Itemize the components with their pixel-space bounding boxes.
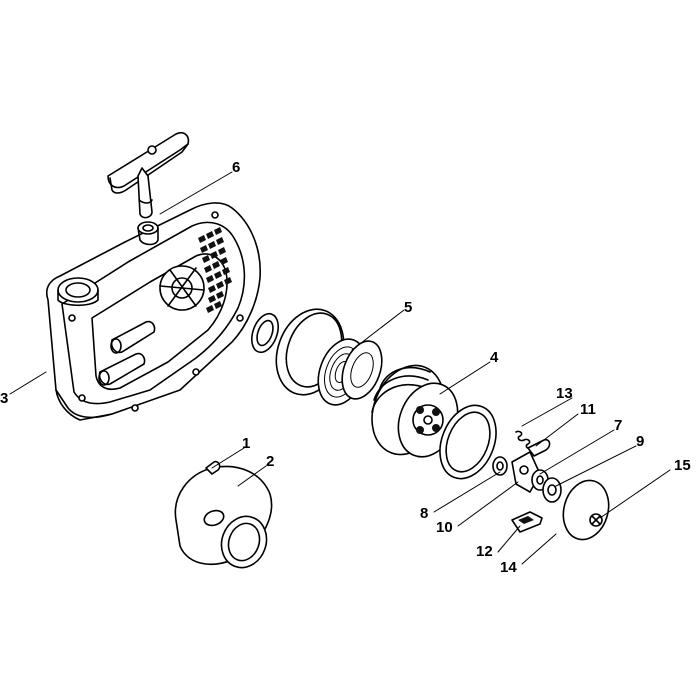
- callout-6: 6: [232, 159, 240, 176]
- callout-14: 14: [500, 559, 517, 576]
- callout-labels: 1 2 3 4 5 6 7 8 9 10 11 12 13 14 15: [0, 159, 691, 576]
- callout-15: 15: [674, 457, 691, 474]
- leader-lines: [9, 171, 671, 565]
- callout-11: 11: [580, 401, 596, 418]
- spring-housing-group: [251, 308, 383, 406]
- starter-housing: [45, 202, 261, 421]
- callout-13: 13: [556, 385, 573, 402]
- ring-washer: [220, 515, 268, 569]
- callout-3: 3: [0, 390, 8, 407]
- callout-12: 12: [476, 543, 493, 560]
- callout-7: 7: [614, 417, 622, 434]
- callout-5: 5: [404, 299, 412, 316]
- vent-grille: [198, 227, 232, 313]
- callout-2: 2: [266, 453, 274, 470]
- rope-rotor: [371, 364, 497, 480]
- callout-8: 8: [420, 505, 428, 522]
- starter-grip: [107, 131, 190, 246]
- callout-10: 10: [436, 519, 453, 536]
- callout-9: 9: [636, 433, 644, 450]
- pawl-assembly: [492, 430, 610, 541]
- callout-4: 4: [490, 349, 499, 366]
- callout-1: 1: [242, 435, 250, 452]
